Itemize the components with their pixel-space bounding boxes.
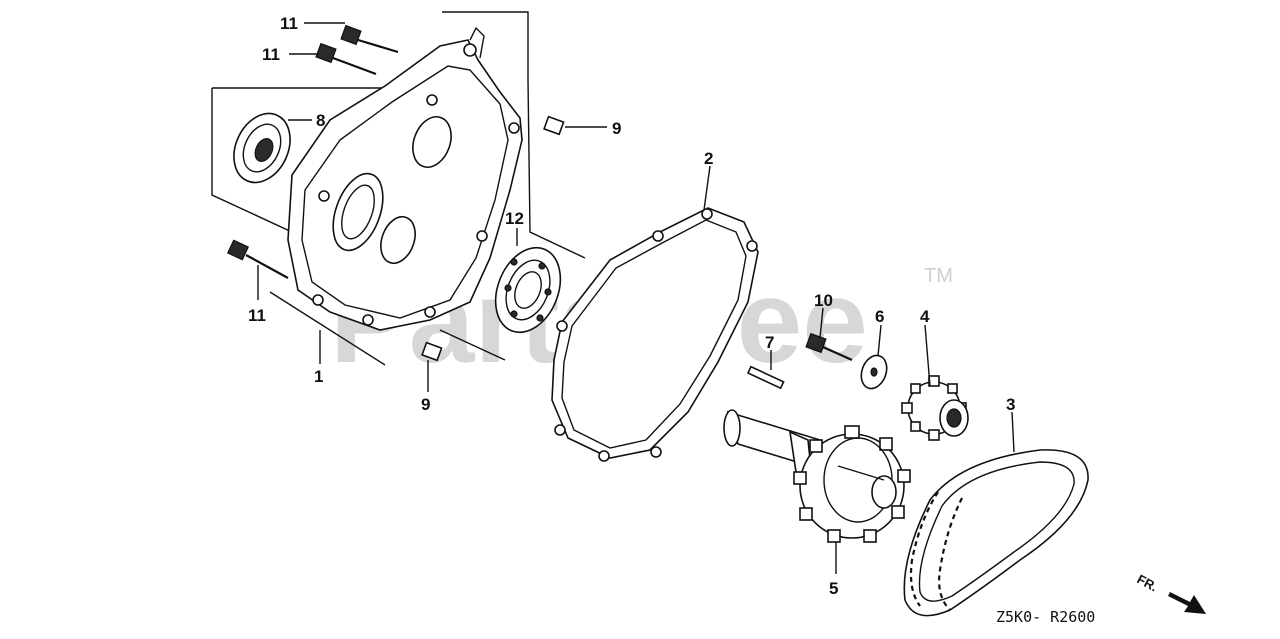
roller-chain[interactable] — [903, 449, 1089, 617]
callout-6: 6 — [875, 307, 884, 326]
callout-12: 12 — [505, 209, 524, 228]
callout-8: 8 — [316, 111, 325, 130]
callout-11-middle: 11 — [262, 45, 280, 64]
ball-bearing[interactable] — [484, 238, 573, 342]
cover-gasket[interactable] — [551, 207, 759, 462]
dowel-pin-upper[interactable] — [543, 115, 565, 136]
washer[interactable] — [857, 352, 891, 392]
watermark-trademark: TM — [924, 265, 953, 287]
woodruff-key[interactable] — [746, 365, 785, 390]
flange-bolt-top[interactable] — [340, 24, 399, 54]
callout-10: 10 — [814, 291, 833, 310]
callout-5: 5 — [829, 579, 838, 598]
callout-1: 1 — [314, 367, 323, 386]
oil-seal[interactable] — [223, 104, 301, 191]
front-arrow-icon — [1168, 592, 1206, 614]
transmission-cover[interactable] — [287, 26, 523, 331]
callout-9-lower: 9 — [421, 395, 430, 414]
callout-11-top: 11 — [280, 14, 298, 33]
drive-sprocket[interactable] — [901, 375, 969, 441]
front-direction-indicator: FR. — [1135, 571, 1206, 614]
callout-11-lower: 11 — [248, 306, 266, 325]
sprocket-bolt[interactable] — [805, 332, 853, 362]
assembly-bracket-lines — [211, 11, 586, 366]
flange-bolt-middle[interactable] — [315, 42, 377, 76]
callout-3: 3 — [1006, 395, 1015, 414]
flange-bolt-lower[interactable] — [226, 239, 289, 279]
front-direction-label: FR. — [1135, 571, 1161, 594]
callout-4: 4 — [920, 307, 930, 326]
callout-2: 2 — [704, 149, 713, 168]
callout-7: 7 — [765, 333, 774, 352]
leader-lines — [257, 22, 1015, 574]
driven-sprocket-shaft[interactable] — [723, 409, 911, 543]
callout-9-upper: 9 — [612, 119, 621, 138]
diagram-code: Z5K0- R2600 — [996, 608, 1095, 626]
dowel-pin-lower[interactable] — [421, 341, 443, 362]
